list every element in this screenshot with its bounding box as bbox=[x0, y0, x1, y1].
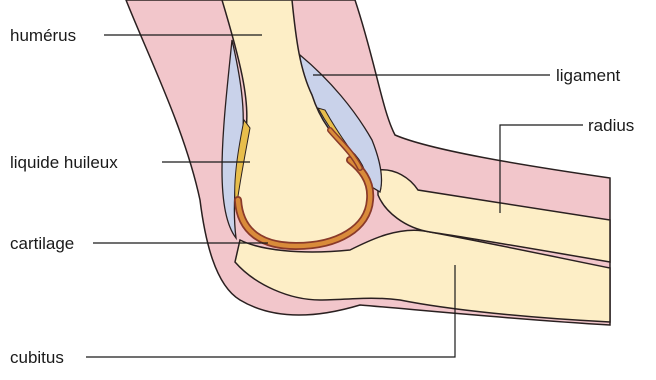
label-cartilage: cartilage bbox=[10, 234, 74, 253]
label-cubitus: cubitus bbox=[10, 348, 64, 367]
label-radius: radius bbox=[588, 116, 634, 135]
label-liquide-huileux: liquide huileux bbox=[10, 153, 118, 172]
label-humerus: humérus bbox=[10, 26, 76, 45]
label-ligament: ligament bbox=[556, 66, 621, 85]
